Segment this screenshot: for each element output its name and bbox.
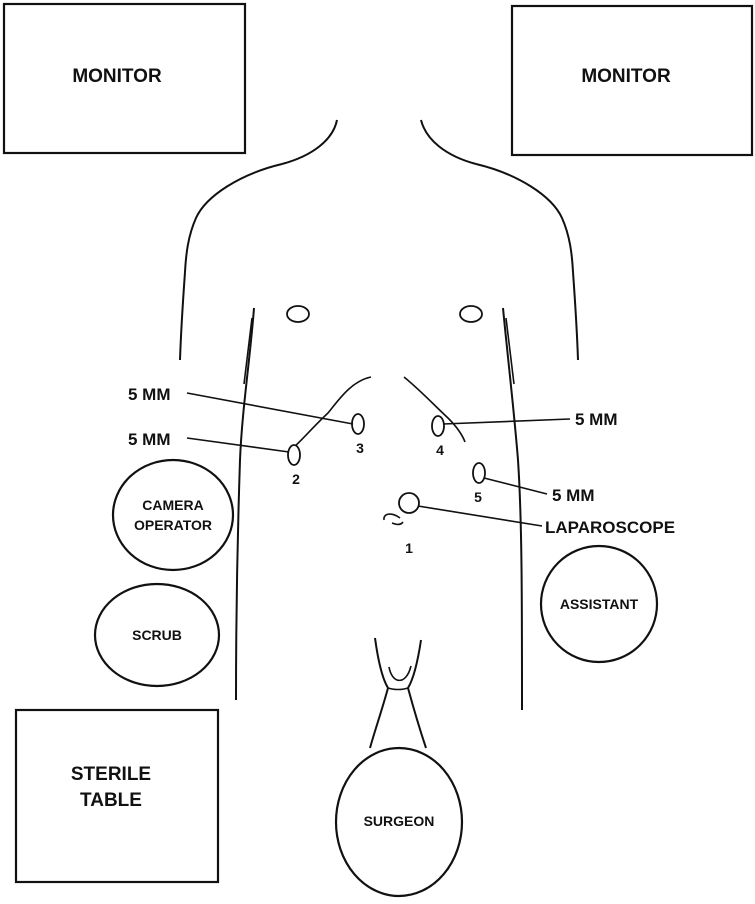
monitor-left: MONITOR	[4, 4, 245, 153]
sterile-table: STERILE TABLE	[16, 710, 218, 882]
patient-legs	[370, 638, 426, 748]
port-1: 1	[399, 493, 419, 556]
leader-line-port-1	[418, 506, 542, 526]
camera-operator-label-line2: OPERATOR	[134, 517, 212, 533]
leader-line-port-3	[187, 393, 353, 424]
callout-port-3-label: 5 MM	[128, 385, 171, 404]
callout-port-2-label: 5 MM	[128, 430, 171, 449]
umbilicus-mark	[384, 514, 403, 524]
camera-operator-position: CAMERA OPERATOR	[113, 460, 233, 570]
costal-margin-left	[292, 377, 371, 449]
callout-port-4-label: 5 MM	[575, 410, 618, 429]
port-5-number: 5	[474, 489, 482, 505]
monitor-right-label: MONITOR	[581, 66, 671, 87]
leader-line-port-2	[187, 438, 289, 452]
callout-port-5-label: 5 MM	[552, 486, 595, 505]
scrub-label: SCRUB	[132, 627, 182, 643]
scrub-position: SCRUB	[95, 584, 219, 686]
port-2-number: 2	[292, 471, 300, 487]
leader-line-port-4	[443, 419, 570, 424]
sterile-table-label-line1: STERILE	[71, 764, 151, 785]
port-3: 3	[352, 414, 364, 456]
monitor-left-label: MONITOR	[72, 66, 162, 87]
arm-outer-left	[180, 272, 185, 360]
callout-port-1-label: LAPAROSCOPE	[545, 518, 675, 537]
nipple-right	[460, 306, 482, 322]
shoulder-right	[476, 164, 573, 272]
sterile-table-label-line2: TABLE	[80, 790, 142, 811]
leader-line-port-5	[484, 478, 547, 494]
port-4-number: 4	[436, 442, 444, 458]
port-4: 4	[432, 416, 444, 458]
arm-outer-right	[573, 272, 578, 360]
port-5: 5	[473, 463, 485, 505]
assistant-position: ASSISTANT	[541, 546, 657, 662]
patient-body-outline	[180, 120, 578, 710]
nipple-left	[287, 306, 309, 322]
port-3-number: 3	[356, 440, 364, 456]
surgeon-position: SURGEON	[336, 748, 462, 896]
port-1-number: 1	[405, 540, 413, 556]
neck-left	[282, 120, 337, 164]
camera-operator-label-line1: CAMERA	[142, 497, 203, 513]
flank-left	[236, 308, 254, 700]
monitor-right: MONITOR	[512, 6, 752, 155]
port-2: 2	[288, 445, 300, 487]
shoulder-left	[185, 164, 282, 272]
surgeon-label: SURGEON	[364, 813, 435, 829]
assistant-label: ASSISTANT	[560, 596, 639, 612]
neck-right	[421, 120, 476, 164]
